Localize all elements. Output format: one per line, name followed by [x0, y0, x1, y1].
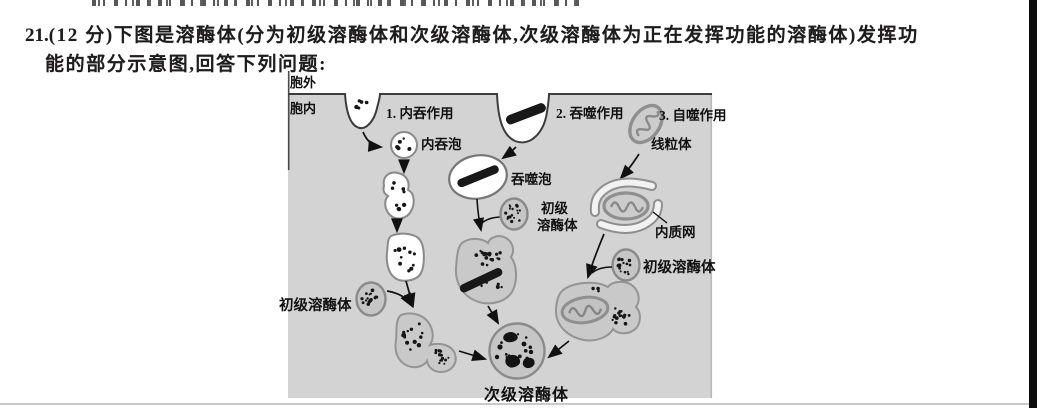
endocytosed-particles — [354, 99, 369, 110]
autolysosome-dots-top — [591, 286, 600, 293]
arrow-lysosome-to-merge-left — [386, 290, 414, 308]
plasma-membrane — [288, 93, 712, 144]
label-primary-lysosome-right: 初级溶酶体 — [643, 258, 716, 276]
label-primary-lysosome-left: 初级溶酶体 — [279, 296, 352, 314]
lysosome-diagram: 胞外 胞内 1. 内吞作用 内吞泡 2. 吞噬作用 吞噬泡 3. 自噬作用 线粒… — [279, 71, 727, 404]
merged-endolysosome-speckles — [434, 348, 450, 365]
mitochondrion-in-autolysosome — [560, 295, 610, 325]
endosome-blob-2 — [382, 171, 415, 220]
label-endocytic-vesicle: 内吞泡 — [421, 136, 462, 152]
label-intracellular: 胞内 — [289, 101, 316, 116]
connector-phagosome-down — [473, 198, 484, 233]
endosome-blob-2-dots — [390, 181, 407, 212]
primary-lysosome-middle-speckles — [504, 203, 521, 224]
label-step2-phagocytosis: 2. 吞噬作用 — [556, 105, 624, 121]
phagolysosome-speckles — [474, 249, 502, 267]
label-step3-autophagy: 3. 自噬作用 — [659, 107, 727, 123]
merged-phagolysosome — [454, 235, 517, 305]
arrow-merge-to-secondary — [458, 349, 488, 361]
question-text-line1: 21.(12 分)下图是溶酶体(分为初级溶酶体和次级溶酶体,次级溶酶体为正在发挥… — [25, 24, 1025, 49]
label-endoplasmic-reticulum: 内质网 — [655, 224, 696, 240]
connector-lysosome-branch-right — [591, 266, 613, 274]
merged-endolysosome-dots — [401, 322, 424, 351]
arrow-phagolysosome-down — [486, 305, 500, 325]
phagolysosome-dots-low — [480, 281, 503, 289]
question-text-line2: 能的部分示意图,回答下列问题: — [45, 53, 328, 75]
endocytic-vesicle — [390, 131, 418, 159]
autophagosome-forming — [589, 177, 663, 234]
primary-lysosome-left-speckles — [360, 288, 379, 306]
arrow-pit2-to-phagosome — [501, 145, 517, 160]
label-step1-endocytosis: 1. 内吞作用 — [386, 105, 454, 121]
scan-edge-bar — [1029, 0, 1037, 408]
arrow-pit-to-endosome — [362, 131, 384, 152]
bacterium-in-phagosome — [457, 165, 499, 188]
label-mitochondrion: 线粒体 — [651, 136, 692, 152]
bacterium-in-pit — [505, 103, 546, 125]
primary-lysosome-right — [611, 248, 641, 282]
endosome-blob-3 — [385, 232, 425, 282]
arrow-autophagosome-down — [586, 233, 605, 280]
mitochondrion-wrapped — [602, 191, 650, 221]
secondary-lysosome-dots — [498, 333, 533, 364]
label-phagocytic-vesicle: 吞噬泡 — [511, 171, 552, 187]
endosome-blob-3-dots — [393, 246, 416, 273]
label-extracellular: 胞外 — [289, 75, 316, 90]
secondary-lysosome — [488, 322, 546, 380]
arrow-mito-to-er — [619, 153, 640, 180]
question-number: 21. — [25, 25, 49, 46]
autolysosome-speckles — [611, 307, 631, 326]
question-line1: (12 分)下图是溶酶体(分为初级溶酶体和次级溶酶体,次级溶酶体为正在发挥功能的… — [48, 25, 919, 46]
clipped-previous-line — [92, 0, 579, 6]
primary-lysosome-right-speckles — [616, 257, 632, 276]
primary-lysosome-middle — [499, 197, 529, 231]
bacterium-in-phagolysosome — [459, 268, 503, 293]
endocytic-vesicle-dots — [395, 137, 412, 151]
page-bottom-rule — [0, 403, 1030, 405]
endocytic-pit — [345, 94, 380, 129]
er-label-pointer — [652, 211, 668, 224]
label-primary-lysosome-middle-2: 溶酶体 — [537, 217, 578, 233]
arrow-autolysosome-to-secondary — [547, 340, 570, 359]
label-secondary-lysosome: 次级溶酶体 — [484, 385, 569, 404]
label-primary-lysosome-middle-1: 初级 — [541, 200, 569, 216]
mitochondrion-top — [628, 103, 664, 145]
